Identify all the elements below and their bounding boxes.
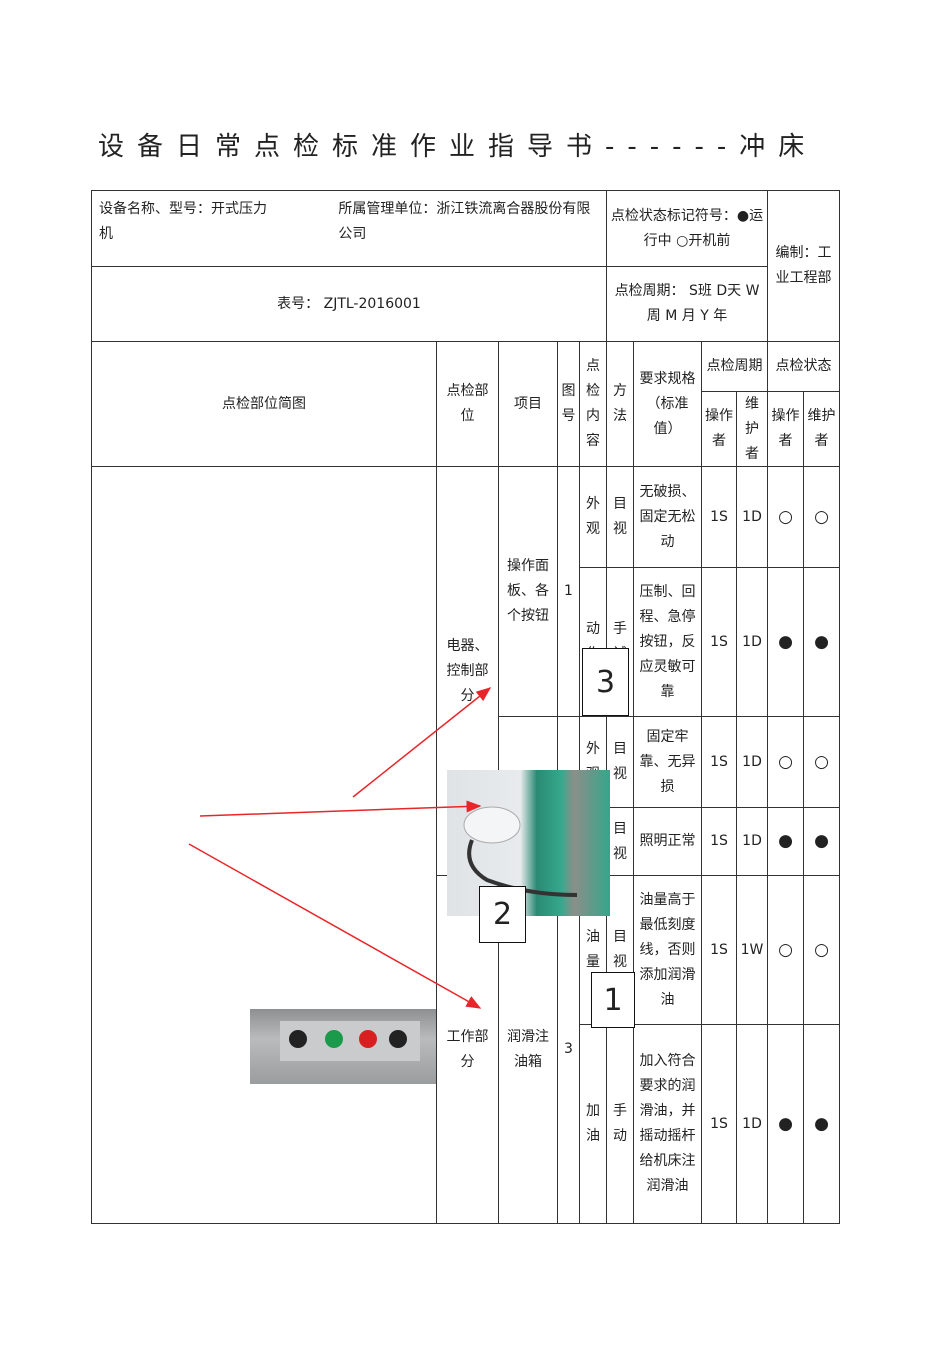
management-unit: 所属管理单位：浙江铁流离合器股份有限公司 bbox=[338, 201, 591, 242]
callout-number: 2 bbox=[479, 886, 526, 943]
arrow-to-panel bbox=[352, 687, 492, 798]
row-mt-status: ● bbox=[803, 1024, 840, 1224]
page-title: 设备日常点检标准作业指导书------冲床 bbox=[98, 132, 818, 162]
equipment-cell: 设备名称、型号：开式压力机 所属管理单位：浙江铁流离合器股份有限公司 bbox=[91, 190, 607, 267]
row-requirement: 加入符合要求的润滑油，并摇动摇杆给机床注润滑油 bbox=[633, 1024, 702, 1224]
arrow-to-oil-tank bbox=[188, 843, 482, 1009]
lamp-photo bbox=[447, 770, 610, 916]
cycle-legend: 点检周期： S班 D天 W周 M 月 Y 年 bbox=[606, 266, 768, 342]
row-requirement: 固定牢靠、无异损 bbox=[633, 716, 702, 808]
editor-cell: 编制：工业工程部 bbox=[767, 190, 840, 342]
button-panel-photo bbox=[250, 1009, 436, 1084]
row-requirement: 压制、回程、急停按钮，反应灵敏可靠 bbox=[633, 567, 702, 717]
equipment-name: 设备名称、型号：开式压力机 bbox=[99, 201, 267, 242]
arrow-to-lamp bbox=[199, 800, 482, 817]
callout-number: 3 bbox=[582, 648, 629, 716]
callout-number: 1 bbox=[591, 972, 635, 1028]
